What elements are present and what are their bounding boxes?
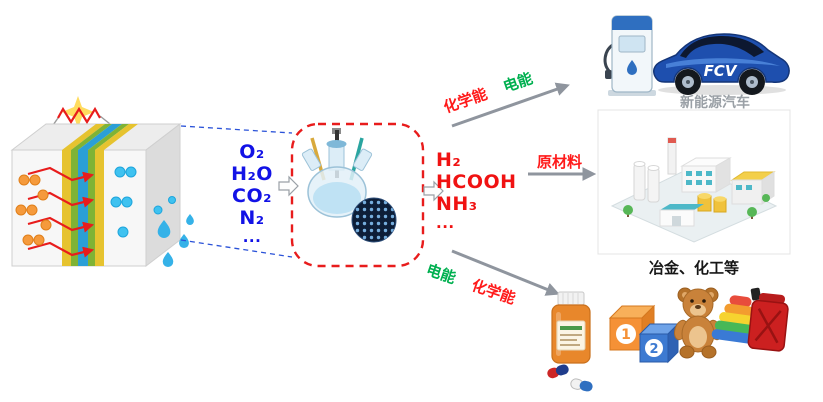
- industry-illustration: [597, 109, 791, 255]
- product-item: HCOOH: [436, 171, 517, 193]
- reactants-list: O₂ H₂O CO₂ N₂ ...: [219, 141, 285, 245]
- reactant-item: CO₂: [232, 185, 272, 207]
- label-raw-material: 原材料: [537, 153, 583, 171]
- electrolyzer-stack-illustration: [10, 96, 194, 268]
- fcv-car-illustration: FCV: [653, 33, 790, 95]
- product-item: H₂: [436, 149, 462, 171]
- fuel-can-icon: [747, 287, 789, 352]
- resistor-squiggle-icon: [57, 106, 101, 125]
- molecules-right-icon: [110, 166, 176, 238]
- charge-flow-arrows: [27, 166, 95, 258]
- reactant-item: N₂: [239, 207, 265, 229]
- product-item: NH₃: [436, 193, 478, 215]
- hydrogen-droplet-icon: [627, 60, 637, 75]
- medicine-bottle-icon: [551, 291, 591, 364]
- capsule-pills-icon: [547, 364, 593, 392]
- water-droplets-icon: [157, 214, 194, 267]
- ring-stacker-toy-icon: [711, 295, 760, 345]
- products-list: H₂ HCOOH NH₃ ...: [436, 149, 536, 231]
- arrow-to-consumer: [451, 249, 560, 296]
- reactant-item-more: ...: [242, 228, 262, 246]
- flow-in-arrow: [278, 175, 299, 197]
- molecules-left-icon: [15, 174, 52, 246]
- vehicle-caption: 新能源汽车: [680, 95, 750, 111]
- industry-caption: 冶金、化工等: [648, 259, 739, 277]
- arrow-to-vehicle: [451, 82, 570, 128]
- reactant-item: O₂: [239, 141, 265, 163]
- electrochemical-cell-illustration: [301, 128, 373, 218]
- reactant-item: H₂O: [231, 163, 273, 185]
- flow-out-arrow: [423, 180, 444, 202]
- pathway-arrows: [451, 82, 597, 296]
- fcv-badge: FCV: [704, 62, 738, 80]
- toy-blocks-icon: 1 2: [608, 304, 680, 364]
- catalyst-nanoparticle-illustration: [351, 197, 397, 243]
- zoom-guide-lines: [180, 125, 293, 258]
- hydrogen-station-illustration: [603, 15, 656, 96]
- block-number-2: 2: [649, 342, 658, 357]
- block-number-1: 1: [621, 327, 631, 343]
- product-item-more: ...: [436, 214, 455, 232]
- pathway-label-raw-material: 原材料: [537, 151, 582, 172]
- consumer-products-illustration: 1 2: [547, 287, 789, 392]
